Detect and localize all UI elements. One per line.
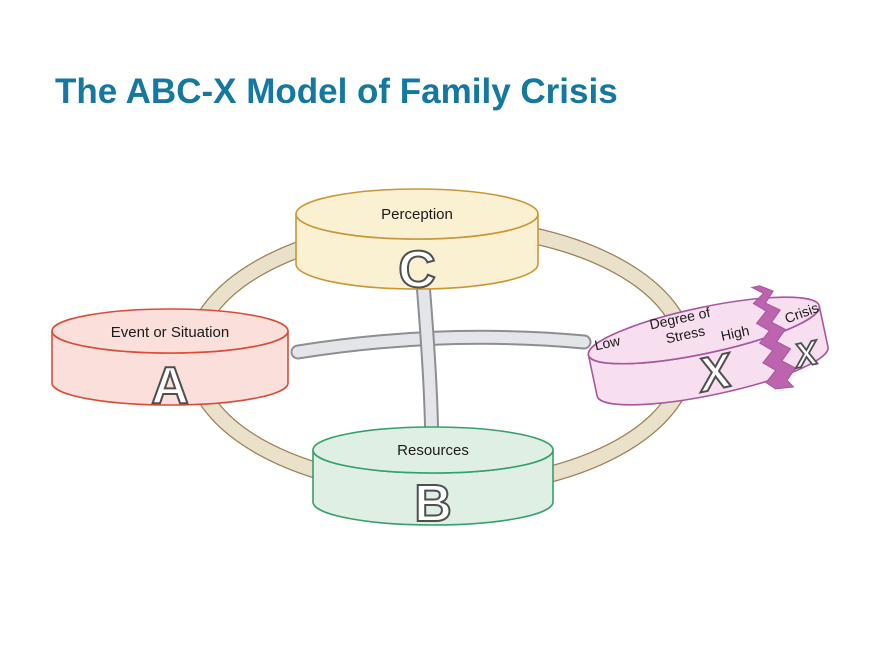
perception-cylinder: Perception C <box>295 188 539 300</box>
perception-letter: C <box>398 241 436 299</box>
stress-high-label: High <box>719 322 750 344</box>
stress-cylinder: Low Degree of Stress High Crisis X X <box>587 285 829 406</box>
event-cylinder-top <box>51 308 289 354</box>
resources-label: Resources <box>397 442 469 459</box>
perception-label: Perception <box>381 206 453 223</box>
resources-cylinder-top <box>312 426 554 474</box>
crisis-tear <box>750 285 797 390</box>
event-letter: A <box>151 357 189 415</box>
event-label: Event or Situation <box>111 324 229 341</box>
resources-letter: B <box>414 475 452 533</box>
connector-horizontal <box>292 331 590 358</box>
resources-cylinder: Resources B <box>312 426 554 534</box>
page-title: The ABC-X Model of Family Crisis <box>55 72 618 111</box>
perception-cylinder-top <box>295 188 539 240</box>
event-cylinder: Event or Situation A <box>51 308 289 416</box>
stress-cylinder-top <box>587 296 821 365</box>
stress-low-label: Low <box>593 332 622 353</box>
